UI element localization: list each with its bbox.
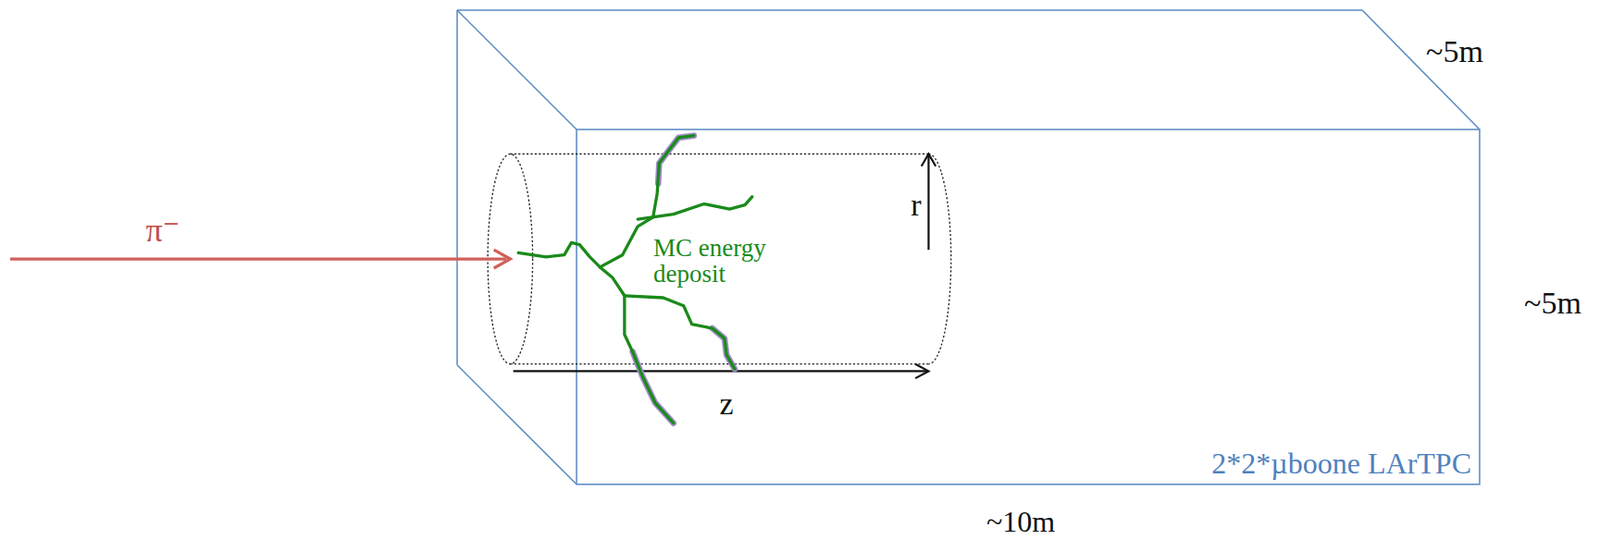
axis-label: r — [910, 188, 921, 223]
tpc-box — [457, 10, 1480, 485]
pion-beam-arrow — [10, 249, 510, 269]
detector-label: 2*2*µboone LArTPC — [1211, 448, 1472, 481]
annotation-text: MC energy deposit — [653, 235, 793, 288]
particle-label: π⁻ — [145, 213, 180, 249]
dimension-label: ~5m — [1524, 286, 1582, 321]
dimension-label: ~10m — [986, 507, 1055, 539]
axis-arrows — [513, 154, 937, 380]
axis-label: z — [719, 387, 733, 422]
dimension-label: ~5m — [1426, 35, 1484, 69]
